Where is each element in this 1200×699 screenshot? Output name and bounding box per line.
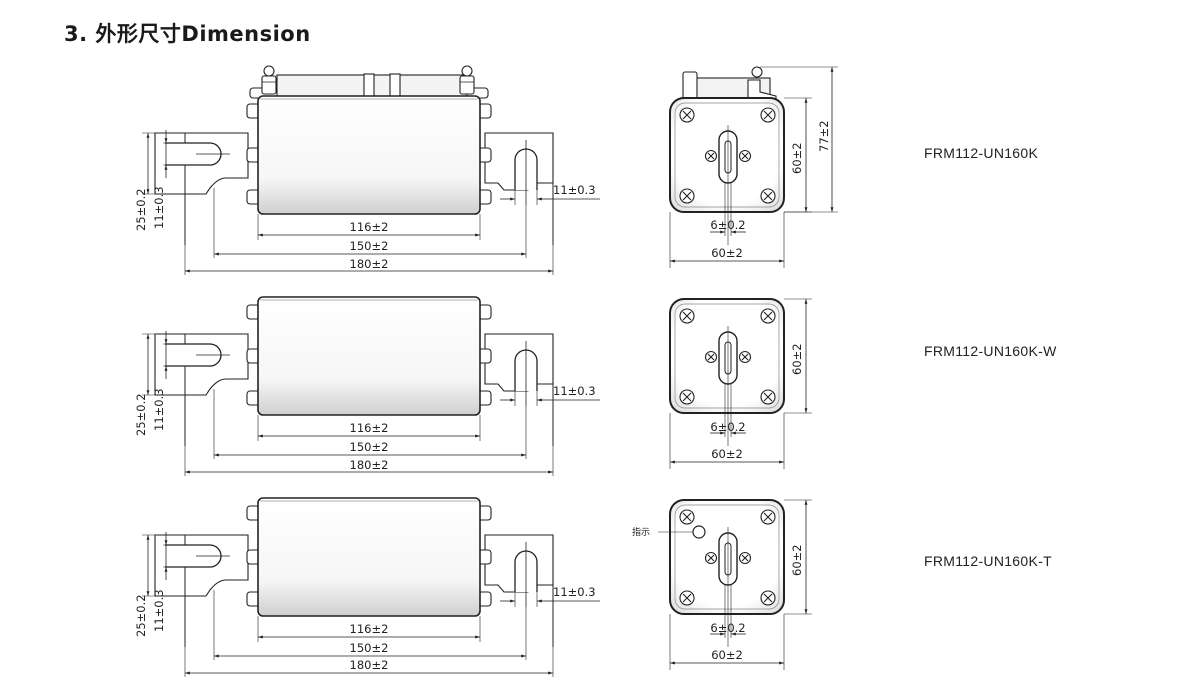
dim-slot-center-2: 6±0.2 [710,420,745,434]
dim-contact-span-1: 150±2 [350,239,389,253]
dim-contact-span-2: 150±2 [350,440,389,454]
dim-end-height-3: 60±2 [790,544,804,576]
dim-body-length-1: 116±2 [350,220,389,234]
model-label-t: FRM112-UN160K-T [924,553,1052,569]
end-view-w [670,299,812,469]
dim-contact-span-3: 150±2 [350,641,389,655]
end-view-k [670,66,838,268]
model-label-k: FRM112-UN160K [924,145,1039,161]
dim-slot-center-1: 6±0.2 [710,218,745,232]
indicator-label: 指示 [632,526,650,538]
dim-body-length-3: 116±2 [350,622,389,636]
side-view-k [142,65,600,275]
dim-slot-width-2: 11±0.3 [553,384,596,398]
dim-slot-width-1: 11±0.3 [553,183,596,197]
dim-end-height-2: 60±2 [790,343,804,375]
end-view-t [658,500,812,670]
dim-blade-width-1: 25±0.2 [134,188,148,231]
page-title: 3. 外形尺寸Dimension [64,22,311,46]
dim-overall-length-2: 180±2 [350,458,389,472]
dim-overall-length-3: 180±2 [350,658,389,672]
dim-slot-height-2: 11±0.3 [152,388,166,431]
dim-slot-height-1: 11±0.3 [152,186,166,229]
dim-slot-center-3: 6±0.2 [710,621,745,635]
dim-body-length-2: 116±2 [350,421,389,435]
dim-end-width-2: 60±2 [711,447,743,461]
dim-total-height-1: 77±2 [817,120,831,152]
dim-end-width-1: 60±2 [711,246,743,260]
dim-blade-width-2: 25±0.2 [134,393,148,436]
model-label-w: FRM112-UN160K-W [924,343,1057,359]
dim-slot-height-3: 11±0.3 [152,589,166,632]
dim-end-height-1: 60±2 [790,142,804,174]
dim-blade-width-3: 25±0.2 [134,594,148,637]
dim-end-width-3: 60±2 [711,648,743,662]
dim-slot-width-3: 11±0.3 [553,585,596,599]
dim-overall-length-1: 180±2 [350,257,389,271]
